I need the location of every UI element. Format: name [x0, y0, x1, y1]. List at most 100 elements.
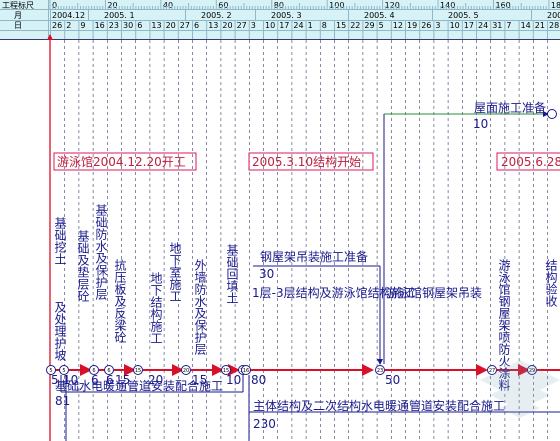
event-node-number: 27 — [489, 368, 495, 374]
timescale-header: 工程标尺 月 日 020406080100120140160180 2004.1… — [0, 0, 560, 40]
duration-foundation-mep: 81 — [55, 394, 70, 408]
durations: 5 10 6 6 15 20 15 10 80 30 50 10 81 230 — [51, 117, 488, 431]
event-nodes: 55661520151016232729 — [46, 365, 537, 375]
event-node-number: 5 — [49, 368, 52, 374]
day-label: 12 — [393, 21, 403, 30]
task-steel-truss-lift: 游泳馆钢屋架吊装 — [386, 285, 482, 300]
scale-tick-label: 100 — [329, 1, 344, 10]
day-row-label: 日 — [14, 21, 22, 30]
month-label: 2005. 6 — [547, 11, 560, 20]
duration-cushion: 6 — [91, 373, 99, 387]
task-foundation-excavation: 基础挖土 — [53, 217, 67, 265]
event-node-number: 6 — [92, 368, 95, 374]
task-structure-acceptance: 结构验收 — [544, 259, 558, 308]
day-label: 29 — [364, 21, 374, 30]
task-main-structure-mep: 主体结构及二次结构水电暖通管道安装配合施工 — [253, 398, 505, 413]
scale-tick-label: 0 — [52, 1, 57, 10]
event-node-number: 15 — [223, 368, 229, 374]
duration-main-mep: 230 — [253, 417, 276, 431]
event-node-number: 15 — [135, 368, 141, 374]
duration-underground: 20 — [148, 373, 163, 387]
milestone-2-label: 2005.3.10结构开始 — [252, 154, 361, 169]
day-label: 6 — [194, 21, 199, 30]
scale-tick-label: 40 — [163, 1, 173, 10]
task-backfill: 基础回填土 — [225, 244, 239, 304]
event-node-number: 6 — [107, 368, 110, 374]
event-node — [487, 365, 497, 375]
event-node-number: 29 — [529, 368, 535, 374]
month-label: 2005. 3 — [271, 11, 302, 20]
day-label: 17 — [464, 21, 474, 30]
event-node-number: 23 — [377, 368, 383, 374]
event-node-number: 20 — [183, 368, 189, 374]
day-label: 27 — [237, 21, 247, 30]
task-slope-protection: 及处理护坡 — [53, 301, 67, 361]
scale-tick-label: 20 — [107, 1, 117, 10]
task-labels: 基础挖土 及处理护坡 基础及垫层砼 基础防水及保护层 抗压板及反梁砼 地下结构施… — [53, 101, 558, 413]
duration-external-wall: 15 — [192, 373, 207, 387]
day-label: 26 — [52, 21, 62, 30]
month-row-label: 月 — [14, 11, 22, 20]
duration-truss-lift: 50 — [385, 373, 400, 387]
day-label: 5 — [379, 21, 384, 30]
month-label: 2005. 2 — [201, 11, 232, 20]
event-node-number: 5 — [62, 368, 65, 374]
event-node — [104, 365, 114, 375]
event-node — [375, 365, 385, 375]
month-label: 2005. 4 — [364, 11, 395, 20]
day-label: 6 — [137, 21, 142, 30]
task-steel-truss-prep: 钢屋架吊装施工准备 — [260, 250, 368, 264]
duration-roof-prep: 10 — [473, 117, 488, 131]
day-label: 13 — [151, 21, 161, 30]
task-underground-structure: 地下结构施工 — [149, 272, 163, 344]
duration-excavation: 5 — [51, 373, 59, 387]
task-fireproof-coating: 游泳馆钢屋架喷防火涂料 — [497, 259, 511, 391]
task-foundation-mep: 基础水电暖通管道安装配合施工 — [55, 378, 223, 393]
scale-tick-label: 140 — [440, 1, 455, 10]
day-label: 16 — [95, 21, 105, 30]
event-node-number: 16 — [243, 368, 249, 374]
day-label: 10 — [265, 21, 275, 30]
milestone-3: 2005.6.28 — [496, 152, 560, 171]
grid-lines — [64, 40, 548, 441]
watermark-logo — [480, 360, 560, 418]
milestone-3-label: 2005.6.28 — [501, 155, 560, 169]
task-waterproof: 基础防水及保护层 — [94, 204, 108, 301]
duration-raft: 15 — [115, 373, 130, 387]
day-label: 30 — [123, 21, 133, 30]
scale-tick-label: 60 — [218, 1, 228, 10]
scale-ticks: 020406080100120140160180 — [49, 0, 560, 10]
day-label: 24 — [293, 21, 303, 30]
scale-row-label: 工程标尺 — [2, 0, 34, 10]
scale-tick-label: 160 — [495, 1, 510, 10]
day-label: 22 — [350, 21, 360, 30]
month-label: 2004.12 — [52, 11, 85, 20]
day-label: 10 — [450, 21, 460, 30]
scale-tick-label: 80 — [274, 1, 284, 10]
day-label: 8 — [322, 21, 327, 30]
day-label: 3 — [251, 21, 256, 30]
month-label: 2005. 5 — [448, 11, 479, 20]
task-external-wall: 外墙防水及保护层 — [193, 259, 207, 356]
event-node — [133, 365, 143, 375]
event-node — [181, 365, 191, 375]
scale-tick-label: 180 — [551, 1, 560, 10]
event-node — [221, 365, 231, 375]
day-label: 24 — [478, 21, 488, 30]
day-label: 17 — [279, 21, 289, 30]
day-label: 28 — [549, 21, 559, 30]
event-node — [89, 365, 99, 375]
day-label: 1 — [308, 21, 313, 30]
event-node — [46, 365, 56, 375]
event-node — [59, 365, 69, 375]
task-structure-1-3: 1层-3层结构及游泳馆结构施工 — [252, 285, 416, 300]
start-line-arrow — [47, 34, 53, 40]
task-cushion-concrete: 基础及垫层砼 — [76, 230, 90, 302]
duration-backfill: 10 — [226, 373, 241, 387]
day-label: 27 — [180, 21, 190, 30]
day-label: 19 — [407, 21, 417, 30]
day-label: 23 — [109, 21, 119, 30]
